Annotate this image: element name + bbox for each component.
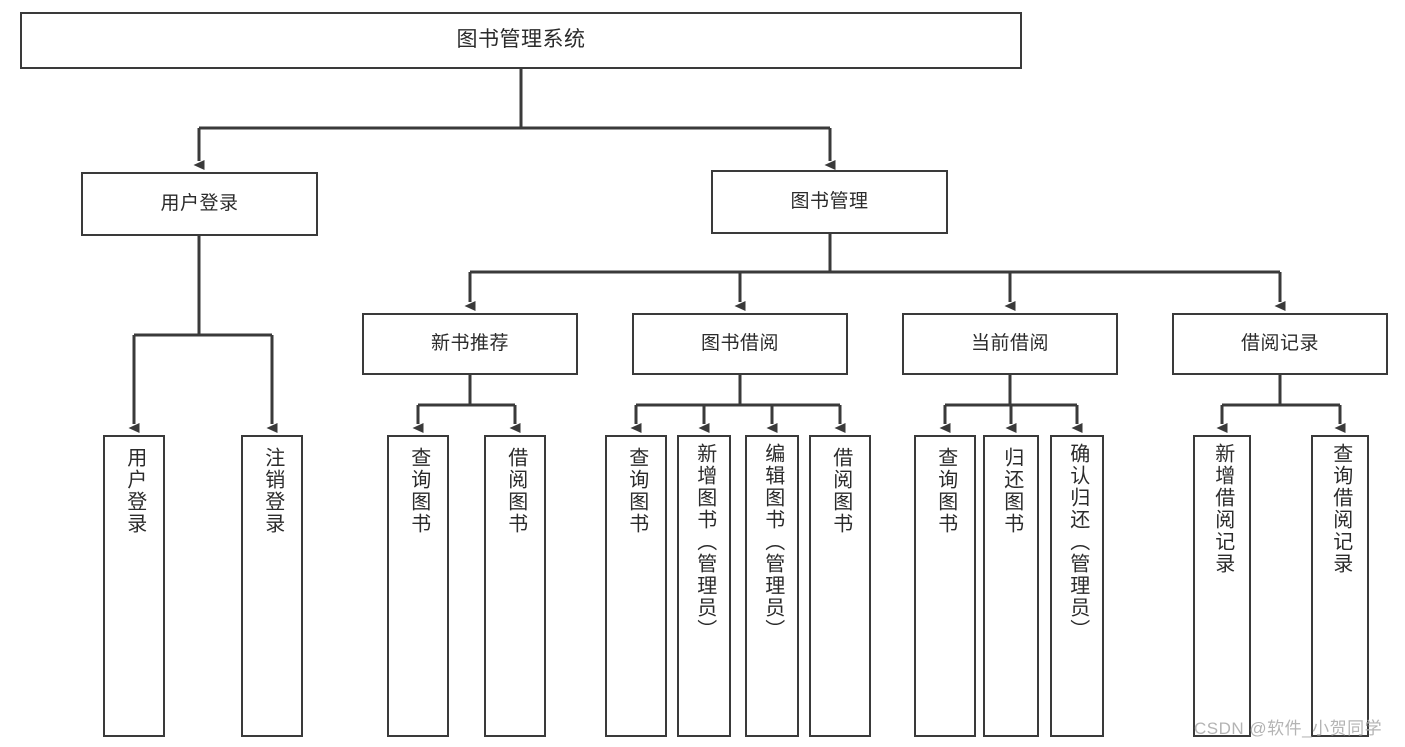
- leaf-current-query-book[interactable]: 查询图书: [914, 435, 976, 737]
- leaf-record-add-record[interactable]: 新增借阅记录: [1193, 435, 1251, 737]
- leaf-borrow-edit-book-admin-label: 编辑图书（管理员）: [761, 443, 784, 641]
- node-new-book-recommend[interactable]: 新书推荐: [362, 313, 578, 375]
- leaf-record-query-record-label: 查询借阅记录: [1329, 443, 1352, 575]
- leaf-current-query-book-label: 查询图书: [934, 447, 957, 535]
- node-root-system-label: 图书管理系统: [456, 28, 586, 52]
- node-user-login-label: 用户登录: [160, 193, 239, 215]
- node-current-borrow-label: 当前借阅: [970, 333, 1049, 355]
- node-current-borrow[interactable]: 当前借阅: [902, 313, 1118, 375]
- leaf-current-return-book-label: 归还图书: [1000, 447, 1023, 535]
- leaf-newbook-borrow-book-label: 借阅图书: [504, 447, 527, 535]
- leaf-borrow-query-book[interactable]: 查询图书: [605, 435, 667, 737]
- leaf-current-confirm-return-admin-label: 确认归还（管理员）: [1066, 443, 1089, 641]
- leaf-newbook-borrow-book[interactable]: 借阅图书: [484, 435, 546, 737]
- leaf-user-login-label: 用户登录: [123, 447, 146, 535]
- leaf-logout-label: 注销登录: [261, 447, 284, 535]
- csdn-watermark: CSDN @软件_小贺同学: [1194, 719, 1383, 738]
- node-user-login[interactable]: 用户登录: [81, 172, 318, 236]
- node-book-borrow-label: 图书借阅: [700, 333, 779, 355]
- node-new-book-recommend-label: 新书推荐: [430, 333, 509, 355]
- leaf-logout[interactable]: 注销登录: [241, 435, 303, 737]
- leaf-newbook-query-book-label: 查询图书: [407, 447, 430, 535]
- leaf-record-add-record-label: 新增借阅记录: [1211, 443, 1234, 575]
- leaf-borrow-query-book-label: 查询图书: [625, 447, 648, 535]
- leaf-borrow-add-book-admin-label: 新增图书（管理员）: [693, 443, 716, 641]
- leaf-current-confirm-return-admin[interactable]: 确认归还（管理员）: [1050, 435, 1104, 737]
- node-borrow-record-label: 借阅记录: [1240, 333, 1319, 355]
- leaf-newbook-query-book[interactable]: 查询图书: [387, 435, 449, 737]
- leaf-borrow-add-book-admin[interactable]: 新增图书（管理员）: [677, 435, 731, 737]
- leaf-borrow-edit-book-admin[interactable]: 编辑图书（管理员）: [745, 435, 799, 737]
- leaf-user-login[interactable]: 用户登录: [103, 435, 165, 737]
- node-borrow-record[interactable]: 借阅记录: [1172, 313, 1388, 375]
- leaf-borrow-borrow-book[interactable]: 借阅图书: [809, 435, 871, 737]
- node-book-borrow[interactable]: 图书借阅: [632, 313, 848, 375]
- node-root-system[interactable]: 图书管理系统: [20, 12, 1022, 69]
- node-book-management[interactable]: 图书管理: [711, 170, 948, 234]
- leaf-borrow-borrow-book-label: 借阅图书: [829, 447, 852, 535]
- node-book-management-label: 图书管理: [790, 191, 869, 213]
- leaf-record-query-record[interactable]: 查询借阅记录: [1311, 435, 1369, 737]
- leaf-current-return-book[interactable]: 归还图书: [983, 435, 1039, 737]
